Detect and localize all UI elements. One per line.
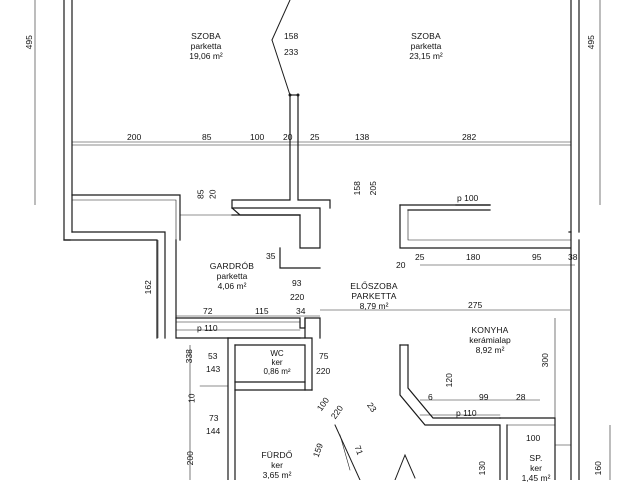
dim-left-495: 495: [23, 35, 34, 50]
room-name: SZOBA: [411, 31, 441, 41]
room-area: 8,79 m²: [359, 300, 389, 311]
dim-l-338: 338: [183, 349, 194, 364]
room-floor: parketta: [190, 40, 222, 51]
room-area: 0,86 m²: [263, 367, 291, 377]
dim-top-85: 85: [202, 132, 212, 142]
dim-k-300: 300: [539, 353, 550, 368]
dim-p110a: p 110: [197, 323, 218, 333]
room-area: 8,92 m²: [475, 344, 505, 355]
room-furdo: FÜRDŐ ker 3,65 m²: [252, 450, 302, 480]
room-floor: PARKETTA: [351, 290, 397, 301]
dim-k-28: 28: [516, 392, 526, 402]
dim-wc-75: 75: [319, 351, 329, 361]
room-konyha: KONYHA kerámialap 8,92 m²: [450, 325, 530, 355]
dim-k-6: 6: [428, 392, 433, 402]
dim-r-160: 160: [592, 461, 603, 476]
dim-wc-220: 220: [316, 366, 331, 376]
room-floor: parketta: [410, 40, 442, 51]
dim-v-158: 158: [351, 181, 362, 196]
dim-g-93: 93: [292, 278, 302, 288]
top-rooms-wall: [71, 94, 572, 249]
room-name: ELŐSZOBA: [350, 281, 398, 291]
room-floor: ker: [530, 462, 542, 473]
dim-top-138: 138: [355, 132, 370, 142]
room-name: SZOBA: [191, 31, 221, 41]
dim-sp-130: 130: [476, 461, 487, 476]
room-wc: WC ker 0,86 m²: [252, 349, 302, 377]
room-area: 19,06 m²: [189, 50, 223, 61]
dim-f-73: 73: [209, 413, 219, 423]
dim-l-200: 200: [184, 451, 195, 466]
room-area: 1,45 m²: [521, 472, 551, 483]
dim-l-34: 34: [296, 306, 306, 316]
room-floor: ker: [271, 358, 283, 368]
dim-k-95: 95: [532, 252, 542, 262]
left-inner-walls: [175, 239, 321, 480]
room-floor: kerámialap: [469, 334, 511, 345]
dim-right-495: 495: [585, 35, 596, 50]
dim-k-99: 99: [479, 392, 489, 402]
dim-l-162: 162: [142, 280, 153, 295]
gardrob-block: [231, 207, 321, 269]
dim-wc-53: 53: [208, 351, 218, 361]
dim-v-20: 20: [207, 189, 218, 199]
dim-v-85: 85: [195, 189, 206, 199]
dim-k-120: 120: [443, 373, 454, 388]
dim-top-200: 200: [127, 132, 142, 142]
kitchen-walls: [399, 344, 572, 480]
dim-window-233: 233: [284, 47, 299, 57]
dim-top-282: 282: [462, 132, 477, 142]
dim-v-205: 205: [367, 181, 378, 196]
dim-l-10: 10: [186, 393, 197, 403]
dim-wc-143: 143: [206, 364, 221, 374]
room-szoba-1: SZOBA parketta 19,06 m²: [166, 31, 246, 61]
room-gardrob: GARDRÓB parketta 4,06 m²: [192, 261, 272, 291]
dim-p100: p 100: [457, 193, 479, 203]
dim-sp-100: 100: [526, 433, 541, 443]
room-name: SP.: [529, 453, 543, 463]
room-sp: SP. ker 1,45 m²: [516, 453, 556, 483]
dim-k-38: 38: [568, 252, 578, 262]
room-name: WC: [270, 349, 284, 358]
room-eloszoba: ELŐSZOBA PARKETTA 8,79 m²: [334, 281, 414, 311]
room-name: FÜRDŐ: [261, 450, 293, 460]
room-name: KONYHA: [471, 325, 509, 335]
room-floor: parketta: [216, 270, 248, 281]
dim-p110b: p 110: [456, 408, 477, 418]
dim-top-25: 25: [310, 132, 320, 142]
dim-k-275: 275: [468, 300, 483, 310]
room-szoba-2: SZOBA parketta 23,15 m²: [386, 31, 466, 61]
dim-l-115: 115: [255, 306, 269, 316]
dim-top-100: 100: [250, 132, 265, 142]
room-area: 23,15 m²: [409, 50, 443, 61]
dim-top-20: 20: [283, 132, 293, 142]
dim-k-25: 25: [415, 252, 425, 262]
dim-k-180: 180: [466, 252, 481, 262]
door-swings: [271, 0, 416, 480]
room-name: GARDRÓB: [209, 261, 255, 271]
dim-g-35: 35: [266, 251, 276, 261]
dim-window-158: 158: [284, 31, 299, 41]
outer-walls: [63, 0, 580, 480]
room-area: 4,06 m²: [217, 280, 247, 291]
room-floor: ker: [271, 459, 283, 470]
dim-k-20: 20: [396, 260, 406, 270]
dim-g-220: 220: [290, 292, 305, 302]
room-area: 3,65 m²: [262, 469, 292, 480]
dim-f-144: 144: [206, 426, 221, 436]
dim-l-72: 72: [203, 306, 213, 316]
